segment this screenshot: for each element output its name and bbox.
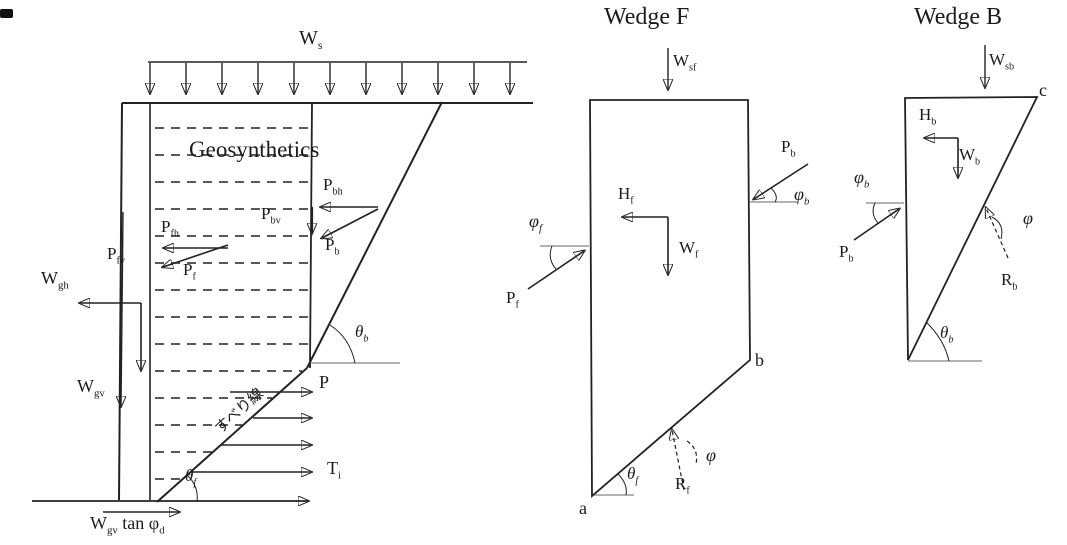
pb-wedge-b-label: Pb xyxy=(839,242,854,265)
pf-arrow xyxy=(163,244,229,267)
wedge-f-outline xyxy=(589,99,751,498)
vertex-b-label: b xyxy=(755,350,764,370)
hb-label: Hb xyxy=(919,105,937,128)
surcharge-arrows xyxy=(150,63,510,93)
wedge-f-title: Wedge F xyxy=(604,4,690,30)
theta-b-label: θb xyxy=(355,322,369,345)
theta-f-label: θf xyxy=(185,466,197,489)
rb-reaction-line xyxy=(986,208,1009,259)
phi-wedge-b-arc xyxy=(991,216,1003,240)
phi-b-wedge-b-arc xyxy=(872,202,879,224)
phi-wedge-f-label: φ xyxy=(706,445,716,465)
theta-b-wedge-b-arc xyxy=(925,321,950,362)
wedge-b-title: Wedge B xyxy=(914,4,1003,30)
wgh-label: Wgh xyxy=(41,268,69,292)
wb-label: Wb xyxy=(959,145,981,168)
wgv-tan-phid-label: Wgv tan φd xyxy=(90,513,165,537)
slip-line xyxy=(156,367,308,503)
pf-wedge-f-arrow xyxy=(527,251,584,290)
pb-wedge-b-arrow xyxy=(853,209,899,241)
pb-wedge-f-arrow xyxy=(754,163,809,199)
wedge-b-outline xyxy=(904,96,1039,361)
pb-wedge-f-label: Pb xyxy=(781,137,796,160)
ti-label: Ti xyxy=(327,458,341,482)
pfv-arrow xyxy=(121,211,123,406)
p-label: P xyxy=(319,372,330,392)
wedge-b-linework xyxy=(853,45,1039,362)
geosynthetic-layers xyxy=(155,127,310,480)
theta-b-arc xyxy=(329,324,356,364)
phi-f-arc xyxy=(549,245,557,270)
pbh-label: Pbh xyxy=(323,175,343,198)
pf-label: Pf xyxy=(183,260,196,283)
pfh-label: Pfh xyxy=(161,217,179,240)
phi-wedge-b-label: φ xyxy=(1023,208,1033,228)
vertex-c-label: c xyxy=(1039,80,1047,100)
wall-outer-face xyxy=(118,102,123,501)
pbv-label: Pbv xyxy=(261,204,281,227)
pf-wedge-f-label: Pf xyxy=(506,288,519,311)
pb-arrow xyxy=(322,208,379,238)
rf-label: Rf xyxy=(675,474,690,497)
scan-artifact xyxy=(0,9,13,18)
phi-wedge-f-arc xyxy=(686,440,698,465)
wsf-label: Wsf xyxy=(673,51,697,74)
wf-label: Wf xyxy=(679,238,699,261)
theta-f-wedge-f-label: θf xyxy=(627,464,639,487)
pb-label: Pb xyxy=(325,235,340,258)
phi-b-wedge-f-label: φb xyxy=(794,184,810,208)
wgv-label: Wgv xyxy=(77,376,105,400)
hf-label: Hf xyxy=(618,184,634,207)
vertex-a-label: a xyxy=(579,498,587,518)
phi-b-wedge-b-label: φb xyxy=(854,167,870,191)
theta-b-wedge-b-label: θb xyxy=(940,323,954,346)
wedge-boundary-vertical xyxy=(309,102,313,369)
theta-f-wedge-f-arc xyxy=(617,473,627,496)
geosynthetics-label: Geosynthetics xyxy=(189,137,320,162)
wsb-label: Wsb xyxy=(989,50,1015,73)
cross-section-linework xyxy=(0,9,533,512)
surcharge-label: Ws xyxy=(299,27,323,52)
pfv-label: Pfv xyxy=(107,244,125,267)
phi-b-wedge-f-arc xyxy=(770,187,777,203)
slope-face xyxy=(306,101,443,369)
wedge-f-linework xyxy=(527,48,809,498)
theta-f-arc xyxy=(186,474,198,503)
slip-line-label: すべり線 xyxy=(212,385,267,438)
phi-f-label: φf xyxy=(529,211,542,235)
rb-label: Rb xyxy=(1001,270,1018,293)
rf-reaction-line xyxy=(672,430,685,491)
